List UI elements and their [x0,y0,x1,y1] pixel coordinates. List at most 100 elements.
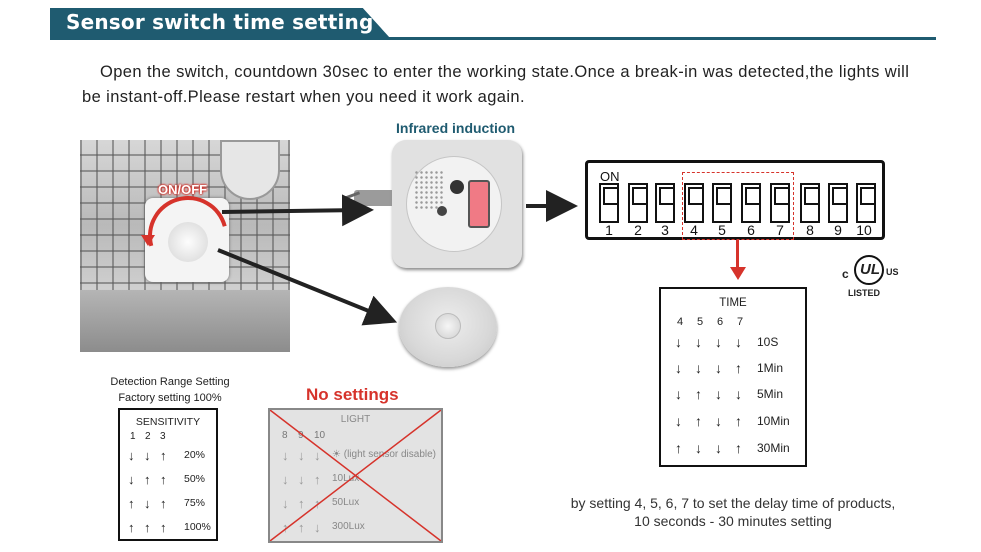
time-caption: by setting 4, 5, 6, 7 to set the delay t… [540,494,926,530]
time-row: ↑↓↓↑ 30Min [675,440,790,458]
switch-arrow: ↓ [715,386,722,402]
time-col: 6 [717,316,724,328]
sens-col: 3 [160,431,166,442]
sensor-module [392,140,522,268]
dip-switch-9 [828,183,848,223]
ul-listed: LISTED [848,288,881,298]
switch-arrow: ↑ [160,448,167,463]
module-dip-switch [468,180,490,228]
sensitivity-row: ↑↓↑ 75% [128,496,205,512]
dip-number: 9 [834,222,842,238]
sens-col: 2 [145,431,151,442]
light-col: 10 [314,430,326,441]
switch-arrow: ↓ [144,448,151,463]
dip-number: 8 [806,222,814,238]
no-settings-label: No settings [306,385,399,404]
sensitivity-value: 50% [184,473,206,485]
dip-switch-5 [712,183,732,223]
switch-arrow: ↓ [282,496,289,511]
light-row: ↓↑↑ 50Lux [282,496,359,512]
metal-plate [80,290,290,352]
ul-us: US [886,267,899,277]
time-col: 4 [677,316,684,328]
sensitivity-row: ↓↓↑ 20% [128,448,205,464]
sensitivity-title: SENSITIVITY [135,416,201,428]
time-value: 1Min [757,361,784,375]
light-value: 300Lux [332,521,365,532]
sens-col: 1 [130,431,136,442]
light-title: LIGHT [340,414,371,425]
dip-number: 6 [747,222,755,238]
switch-arrow: ↓ [298,472,305,487]
switch-arrow: ↑ [314,472,321,487]
switch-arrow: ↑ [735,413,742,429]
time-title: TIME [719,297,747,309]
switch-arrow: ↑ [282,520,289,535]
switch-arrow: ↓ [314,448,321,463]
switch-arrow: ↑ [298,496,305,511]
time-row: ↓↑↓↓ 5Min [675,386,783,404]
switch-arrow: ↓ [695,360,702,376]
switch-arrow: ↓ [675,386,682,402]
dip-switch-8 [800,183,820,223]
switch-arrow: ↓ [128,448,135,463]
switch-arrow: ↑ [144,520,151,535]
vent-dots [414,170,444,210]
lamp [220,140,280,200]
switch-arrow: ↓ [715,413,722,429]
switch-arrow: ↓ [695,334,702,350]
time-row: ↓↓↓↑ 1Min [675,360,783,378]
title-underline [50,37,936,40]
dome-lens [435,313,461,339]
switch-arrow: ↓ [675,334,682,350]
switch-arrow: ↓ [144,496,151,511]
ul-listed-logo: c UL US LISTED [840,255,900,299]
light-row: ↓↓↓ ☀ (light sensor disable) [282,448,436,464]
switch-arrow: ↓ [715,440,722,456]
sensitivity-row: ↓↑↑ 50% [128,472,205,488]
switch-arrow: ↓ [695,440,702,456]
cable-gland [354,190,396,206]
switch-arrow: ↓ [715,334,722,350]
sensor-dome-small [168,222,208,262]
detection-line2: Factory setting 100% [118,392,222,404]
time-col: 5 [697,316,704,328]
dip-switch-3 [655,183,675,223]
on-off-label: ON/OFF [158,182,208,197]
module-lens [450,180,464,194]
switch-arrow: ↑ [695,386,702,402]
switch-arrow: ↓ [735,386,742,402]
light-value: 10Lux [332,473,360,484]
switch-arrow: ↑ [735,440,742,456]
time-row: ↓↓↓↓ 10S [675,334,778,352]
switch-arrow: ↑ [675,440,682,456]
light-row: ↓↓↑ 10Lux [282,472,359,488]
dip-switch-diagram: ON 1 2 3 4 5 6 7 8 9 10 [585,160,885,240]
time-value: 10Min [757,414,790,428]
detection-range-label: Detection Range Setting Factory setting … [100,374,240,406]
light-col: 8 [282,430,288,441]
title-banner [50,8,390,38]
switch-arrow: ↑ [160,472,167,487]
dip-selection-highlight [682,172,794,240]
switch-arrow: ↑ [160,496,167,511]
switch-arrow: ↓ [298,448,305,463]
dip-number: 7 [776,222,784,238]
page-title: Sensor switch time setting [66,10,374,34]
time-caption-line1: by setting 4, 5, 6, 7 to set the delay t… [570,495,896,511]
light-value: 50Lux [332,497,360,508]
switch-arrow: ↓ [675,413,682,429]
dip-number: 2 [634,222,642,238]
dip-number: 4 [690,222,698,238]
switch-arrow: ↓ [282,448,289,463]
time-caption-line2: 10 seconds - 30 minutes setting [634,513,832,529]
sun-icon: ☀ [332,449,341,460]
dip-switch-2 [628,183,648,223]
switch-arrow: ↑ [128,520,135,535]
dip-switch-6 [741,183,761,223]
switch-arrow: ↑ [160,520,167,535]
